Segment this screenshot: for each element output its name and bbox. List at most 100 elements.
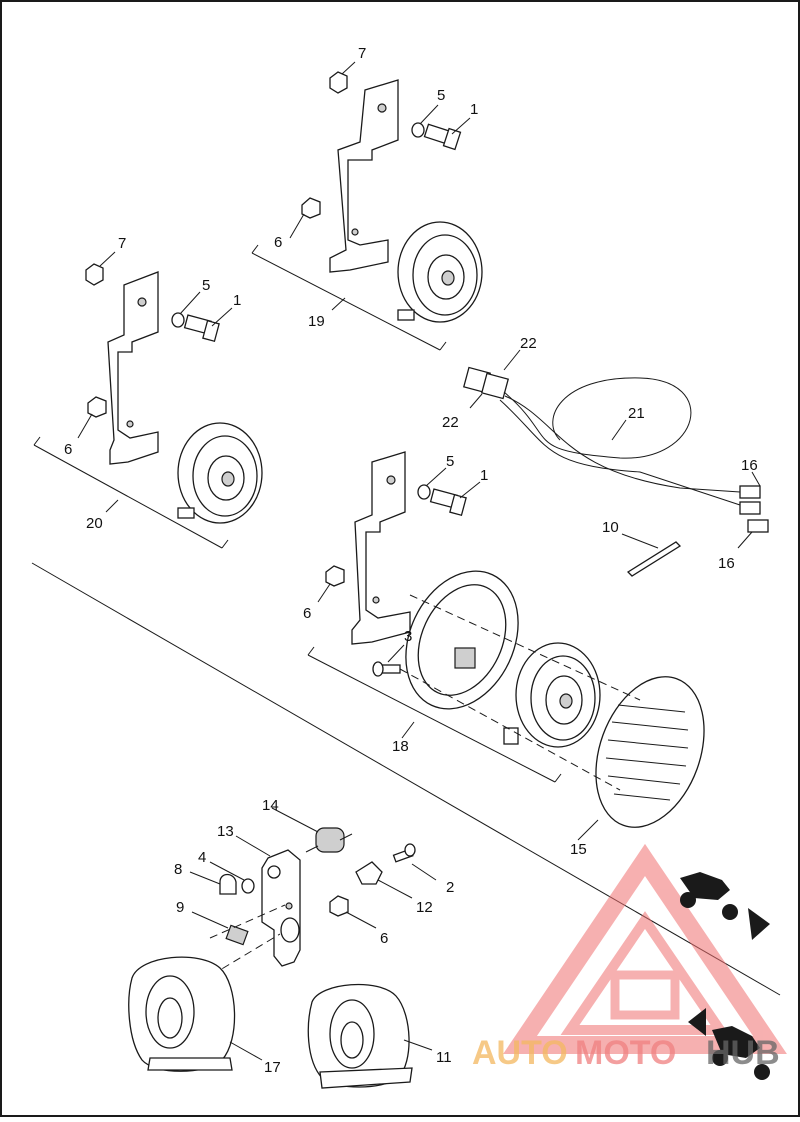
leader-13: [235, 835, 271, 857]
callout-6: 6: [303, 605, 311, 622]
nut: [329, 71, 348, 94]
washer: [241, 878, 255, 894]
nut: [301, 197, 321, 219]
trumpet-horn-base: [147, 1057, 233, 1071]
leader-5: [179, 291, 201, 315]
trumpet-horn-inner: [340, 1021, 364, 1059]
clip: [355, 861, 383, 885]
connector: [480, 372, 510, 400]
trumpet-horn-inner: [157, 997, 183, 1039]
callout-11: 11: [436, 1049, 452, 1066]
bracket-hole: [377, 103, 387, 113]
leader-22: [469, 393, 483, 409]
bracket-hole: [126, 420, 134, 428]
washer: [171, 312, 185, 328]
callout-20: 20: [86, 515, 103, 532]
leader-18: [401, 721, 415, 739]
callout-1: 1: [480, 467, 488, 484]
alignment-line: [409, 594, 641, 701]
horn-terminal: [177, 507, 195, 519]
horn-terminal: [397, 309, 415, 321]
leader-11: [403, 1039, 433, 1051]
harness-wire: [503, 377, 692, 459]
screw-head: [372, 661, 384, 677]
leader-19: [331, 297, 346, 311]
callout-4: 4: [198, 849, 206, 866]
callout-6: 6: [380, 930, 388, 947]
nut: [85, 263, 104, 286]
leader-7: [341, 61, 356, 75]
terminal: [739, 485, 761, 499]
leader-2: [411, 863, 437, 881]
horn-boss: [441, 270, 455, 286]
leader-16: [737, 531, 753, 549]
horn-bracket: [351, 451, 411, 645]
lower-assembly: [128, 807, 437, 1089]
group-bracket-line: [251, 252, 441, 351]
harness-wire: [499, 399, 741, 506]
leader-16: [751, 471, 761, 487]
callout-18: 18: [392, 738, 409, 755]
isolator-stud: [305, 845, 319, 853]
leader-21: [611, 419, 627, 441]
bracket-hole: [351, 228, 359, 236]
callout-7: 7: [358, 45, 366, 62]
ring-tab: [454, 647, 476, 669]
callout-10: 10: [602, 519, 619, 536]
terminal: [747, 519, 769, 533]
horn-grille: [595, 676, 705, 828]
leader-17: [229, 1041, 263, 1061]
callout-19: 19: [308, 313, 325, 330]
leader-8: [189, 871, 221, 885]
wiring-harness: [462, 349, 769, 549]
bracket-hole: [285, 902, 293, 910]
alignment-line: [399, 668, 621, 791]
leader-3: [387, 644, 405, 663]
watermark-logo: [503, 843, 787, 1054]
trumpet-horn-base: [319, 1067, 413, 1089]
assembly-20: [33, 251, 263, 549]
leader-12: [377, 879, 413, 899]
assembly-18: [307, 451, 705, 841]
watermark-auto: AUTO: [472, 1034, 568, 1072]
nut: [87, 396, 107, 418]
horn-boss: [221, 471, 235, 487]
horn-terminal: [503, 727, 519, 745]
bracket-hole: [372, 596, 380, 604]
leader-7: [99, 251, 116, 267]
bolt-head: [442, 127, 462, 151]
callout-2: 2: [446, 879, 454, 896]
callout-14: 14: [262, 797, 279, 814]
group-bracket-tick: [554, 773, 562, 783]
callout-17: 17: [264, 1059, 281, 1076]
horn-bracket: [107, 271, 159, 465]
horn-bracket: [329, 79, 399, 273]
watermark-moto: MOTO: [575, 1034, 676, 1072]
grille-fins: [605, 704, 689, 801]
watermark-text: AUTO MOTO HUB: [472, 1034, 780, 1072]
callout-22: 22: [520, 335, 537, 352]
group-bracket-line: [33, 444, 223, 549]
isolator-stud: [339, 833, 353, 841]
cable-tie: [621, 533, 682, 577]
assembly-19: [251, 61, 483, 351]
mounting-ring-inner: [417, 584, 507, 696]
callout-7: 7: [118, 235, 126, 252]
motorcycle-forward-icon: [680, 872, 770, 940]
bolt-head: [449, 493, 467, 517]
washer: [417, 484, 431, 500]
leader-14: [271, 807, 319, 833]
bolt-head: [202, 319, 220, 343]
leader-6: [317, 583, 331, 603]
callout-8: 8: [174, 861, 182, 878]
leader-15: [577, 819, 599, 841]
leader-5: [425, 467, 447, 487]
alignment-line: [209, 904, 286, 939]
nut: [329, 895, 349, 917]
mounting-bracket: [261, 849, 301, 967]
callout-5: 5: [446, 453, 454, 470]
leader-20: [105, 499, 119, 513]
